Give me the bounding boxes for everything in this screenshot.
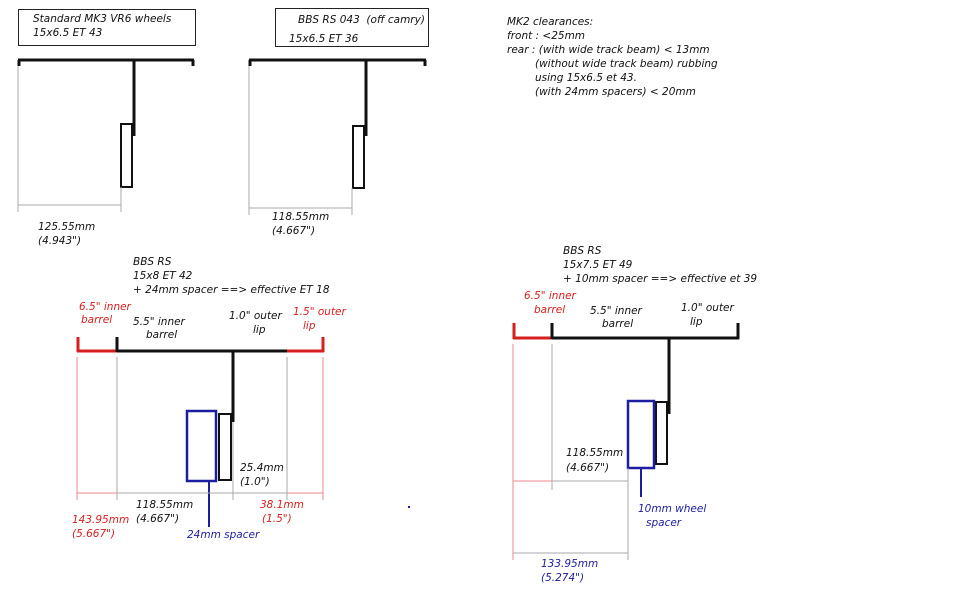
panel4-drawing: [512, 323, 740, 560]
clearances-rear1: rear : (with wide track beam) < 13mm: [507, 44, 710, 56]
panel4-spacer-label-line2: spacer: [646, 517, 682, 529]
panel2-hub: [352, 125, 365, 189]
panel2-title-line2: 15x6.5 ET 36: [289, 33, 359, 45]
panel2-drawing: [248, 58, 427, 215]
panel3-outer10-line1: 1.0" outer: [229, 310, 282, 322]
panel1-title-line2: 15x6.5 ET 43: [33, 27, 103, 39]
panel2-title-box: [275, 8, 429, 47]
panel3-outer15-line2: lip: [303, 320, 316, 332]
panel3-outer-mm: 38.1mm: [260, 499, 304, 511]
panel4-hub: [655, 401, 668, 465]
panel4-title-line2: 15x7.5 ET 49: [563, 259, 633, 271]
panel1-dim-in: (4.943"): [38, 235, 82, 247]
panel3-inner65-line1: 6.5" inner: [79, 301, 131, 313]
clearances-rear2: (without wide track beam) rubbing: [535, 58, 718, 70]
panel4-inner55-line1: 5.5" inner: [590, 305, 642, 317]
panel1-title-line1: Standard MK3 VR6 wheels: [33, 13, 172, 25]
panel3-outer10-line2: lip: [253, 324, 266, 336]
panel3-inner-mm: 118.55mm: [136, 499, 194, 511]
panel3-lip-mm: 25.4mm: [240, 462, 284, 474]
panel4-inner-in: (4.667"): [566, 462, 610, 474]
panel4-inner65-line1: 6.5" inner: [524, 290, 576, 302]
panel3-title-line2: 15x8 ET 42: [133, 270, 193, 282]
clearances-title: MK2 clearances:: [507, 16, 594, 28]
panel3-inner55-line2: barrel: [146, 329, 178, 341]
panel3-outer-in: (1.5"): [262, 513, 292, 525]
panel1-drawing: [17, 58, 195, 212]
panel3-total-mm: 143.95mm: [72, 514, 130, 526]
panel2-title-line1: BBS RS 043 (off camry): [298, 14, 425, 26]
panel4-inner55-line2: barrel: [602, 318, 634, 330]
panel4-spacer-label-line1: 10mm wheel: [638, 503, 707, 515]
clearances-rear3: using 15x6.5 et 43.: [535, 72, 637, 84]
panel2-dim-mm: 118.55mm: [272, 211, 330, 223]
panel3-drawing: [76, 337, 325, 527]
panel3-title-line1: BBS RS: [133, 256, 172, 268]
stray-dot: [408, 506, 410, 508]
panel4-outer10-line2: lip: [690, 316, 703, 328]
panel3-inner55-line1: 5.5" inner: [133, 316, 185, 328]
panel3-spacer: [185, 409, 218, 483]
panel3-lip-in: (1.0"): [240, 476, 270, 488]
panel3-spacer-label: 24mm spacer: [187, 529, 260, 541]
panel3-hub: [218, 413, 232, 481]
panel4-total-mm: 133.95mm: [541, 558, 599, 570]
panel4-outer10-line1: 1.0" outer: [681, 302, 734, 314]
panel3-title-line3: + 24mm spacer ==> effective ET 18: [133, 284, 330, 296]
panel4-spacer: [626, 399, 656, 470]
panel2-dim-in: (4.667"): [272, 225, 316, 237]
panel1-dim-mm: 125.55mm: [38, 221, 96, 233]
panel4-title-line3: + 10mm spacer ==> effective et 39: [563, 273, 758, 285]
panel3-inner65-line2: barrel: [81, 314, 113, 326]
panel3-total-in: (5.667"): [72, 528, 116, 540]
panel4-inner65-line2: barrel: [534, 304, 566, 316]
clearances-front: front : <25mm: [507, 30, 586, 42]
panel4-inner-mm: 118.55mm: [566, 447, 624, 459]
panel1-title-box: [18, 9, 196, 46]
panel3-outer15-line1: 1.5" outer: [293, 306, 346, 318]
panel1-hub: [120, 123, 133, 188]
clearances-rear4: (with 24mm spacers) < 20mm: [535, 86, 696, 98]
panel4-title-line1: BBS RS: [563, 245, 602, 257]
panel3-inner-in: (4.667"): [136, 513, 180, 525]
panel4-total-in: (5.274"): [541, 572, 585, 584]
